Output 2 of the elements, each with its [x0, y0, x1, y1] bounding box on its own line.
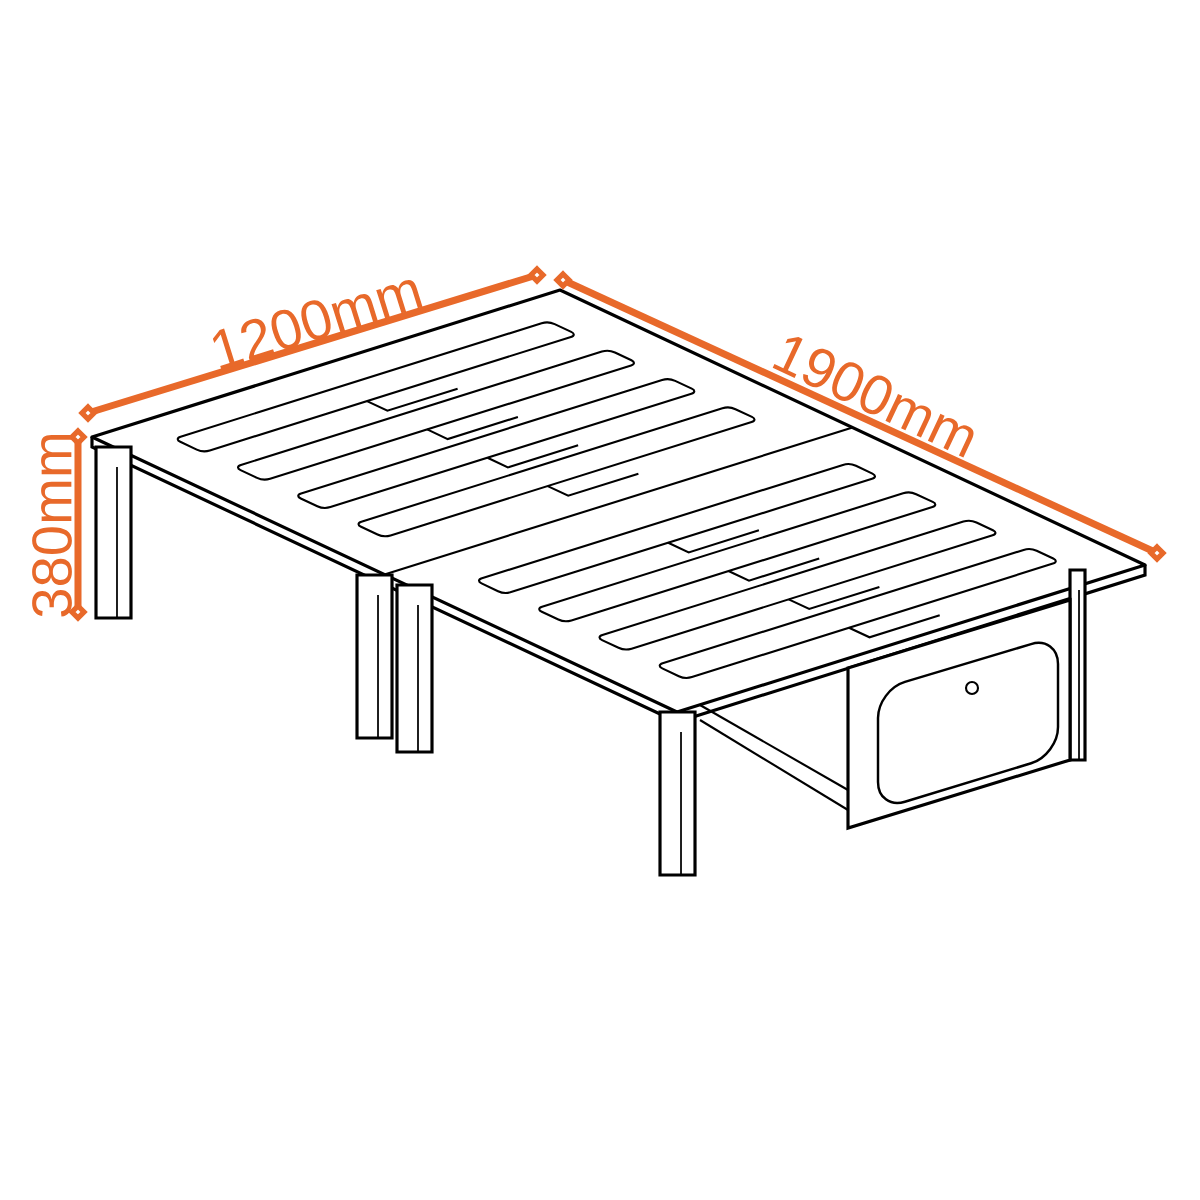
dimension-label: 1200mm [212, 280, 423, 370]
dimension-label: 380mm [32, 435, 72, 617]
